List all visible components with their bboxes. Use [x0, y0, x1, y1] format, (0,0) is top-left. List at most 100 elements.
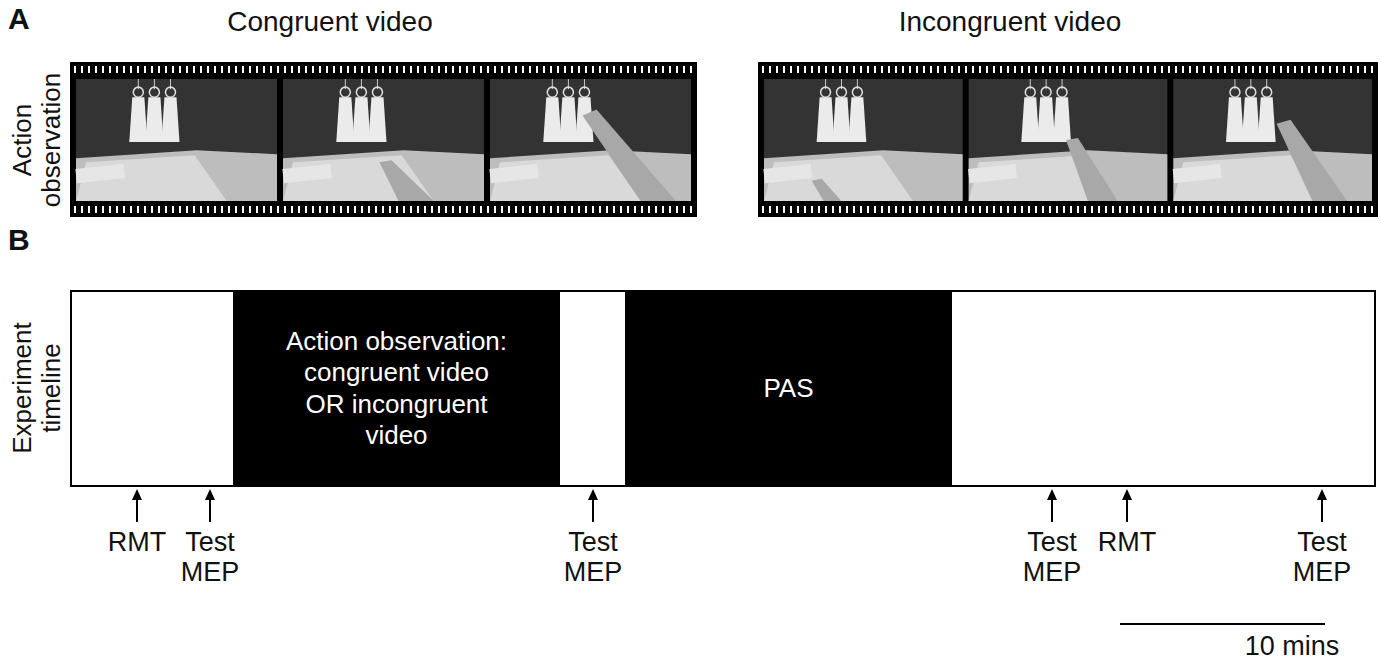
frame-backdrop [764, 79, 963, 201]
time-marker-arrow [1321, 497, 1323, 522]
film-perforation [916, 206, 918, 213]
film-perforation [881, 206, 883, 213]
film-perforation [1252, 206, 1254, 213]
film-perforation [683, 206, 685, 213]
film-perforation [284, 206, 286, 213]
film-perforation [585, 66, 587, 73]
film-perforation [459, 206, 461, 213]
film-perforation [874, 66, 876, 73]
video-frame [763, 79, 962, 201]
film-perforation [207, 206, 209, 213]
film-perforation [965, 66, 967, 73]
film-strip [758, 62, 1378, 217]
film-perforation [494, 206, 496, 213]
film-perforation [165, 66, 167, 73]
film-perforation [382, 66, 384, 73]
film-perforation [102, 206, 104, 213]
film-perforation [613, 206, 615, 213]
frame-backdrop [969, 79, 1168, 201]
film-perforation [221, 66, 223, 73]
video-frame [75, 79, 277, 201]
film-perforation [1287, 206, 1289, 213]
film-perforation [1371, 206, 1373, 213]
frame-cylinder [489, 164, 538, 183]
film-perforation [592, 206, 594, 213]
frame-glove [1053, 97, 1071, 142]
film-perforation [846, 66, 848, 73]
film-perforation [1266, 206, 1268, 213]
frame-ring [563, 87, 573, 97]
film-perforation [930, 66, 932, 73]
film-perforation [116, 206, 118, 213]
film-perforation [1084, 206, 1086, 213]
film-perforation [776, 66, 778, 73]
film-perforation [1133, 66, 1135, 73]
film-perforation [347, 206, 349, 213]
film-perforation [1119, 66, 1121, 73]
frame-arm [582, 110, 675, 202]
frame-ring [579, 87, 589, 97]
panel-letter: B [8, 223, 30, 257]
film-perforation [1343, 66, 1345, 73]
film-perforation [508, 66, 510, 73]
film-perforation [1364, 206, 1366, 213]
film-perforation [811, 206, 813, 213]
film-perforation [1098, 206, 1100, 213]
film-perforation [690, 66, 692, 73]
film-perforation [923, 66, 925, 73]
film-perforation [909, 66, 911, 73]
film-perforation [683, 66, 685, 73]
film-perforation [902, 66, 904, 73]
frame-table [969, 150, 1168, 201]
frame-ring [1025, 87, 1035, 97]
film-perforation [200, 66, 202, 73]
frame-ring [149, 87, 159, 97]
film-perforation [270, 206, 272, 213]
film-perforation [1210, 206, 1212, 213]
film-perforation [839, 66, 841, 73]
film-perforation [186, 66, 188, 73]
film-strip-band [758, 62, 1378, 217]
film-perforation [662, 206, 664, 213]
frame-backdrop [490, 79, 691, 201]
frame-cylinder [75, 164, 124, 183]
measurement-label: RMT [108, 527, 166, 557]
film-perforation [1154, 206, 1156, 213]
film-perforation [1049, 206, 1051, 213]
film-perforation [557, 206, 559, 213]
video-frame [282, 79, 484, 201]
film-perforation [515, 66, 517, 73]
film-perforation [1224, 206, 1226, 213]
frame-glove [145, 97, 163, 142]
film-perforation [993, 66, 995, 73]
film-perforation [1070, 66, 1072, 73]
measurement-label: Test MEP [1290, 527, 1355, 587]
film-perforation [1343, 206, 1345, 213]
frame-backdrop [283, 79, 484, 201]
film-perforation [172, 206, 174, 213]
film-perforation [179, 66, 181, 73]
film-perforation [1014, 206, 1016, 213]
film-perforation [860, 206, 862, 213]
film-perforation [867, 206, 869, 213]
film-perforation [1308, 66, 1310, 73]
video-title: Congruent video [227, 6, 432, 37]
film-perforation [1042, 66, 1044, 73]
film-perforation [874, 206, 876, 213]
frame-arm [1066, 138, 1118, 201]
film-perforation [1147, 206, 1149, 213]
frame-ring [1246, 87, 1256, 97]
film-perforation [144, 66, 146, 73]
frame-table [764, 150, 963, 201]
film-perforation [473, 66, 475, 73]
film-perforation [1252, 66, 1254, 73]
film-perforation [1273, 66, 1275, 73]
film-perforation [200, 206, 202, 213]
film-perforation [769, 206, 771, 213]
film-perforation [312, 66, 314, 73]
film-perforation [1035, 206, 1037, 213]
frame-table [76, 150, 277, 201]
frame-ring [1041, 87, 1051, 97]
film-perforation [1189, 206, 1191, 213]
film-perforation [214, 66, 216, 73]
